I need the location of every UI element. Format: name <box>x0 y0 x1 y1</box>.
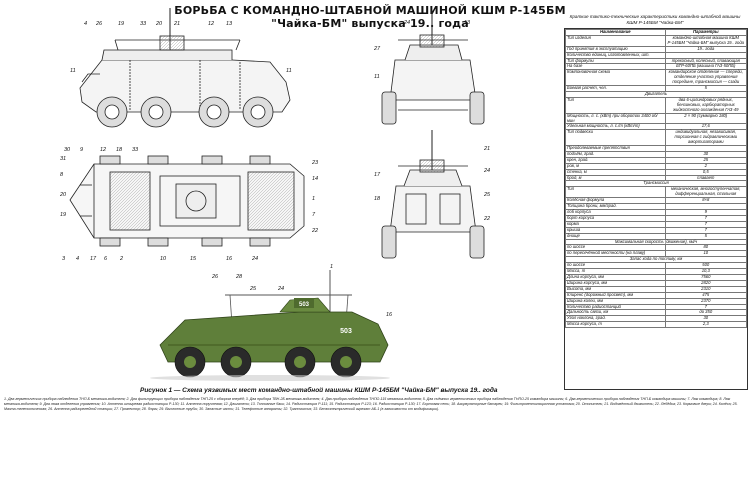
callout: 7 <box>312 212 316 218</box>
callout: 11 <box>70 68 76 74</box>
plan-view-drawing <box>69 155 305 247</box>
spec-param-name: Тип подвески <box>565 129 666 147</box>
callout: 31 <box>60 156 66 162</box>
callout: 14 <box>312 176 318 182</box>
figure-caption: Рисунок 1 — Схема уязвимых мест командно… <box>140 387 498 394</box>
callout: 4 <box>76 256 79 262</box>
callout: 11 <box>286 68 292 74</box>
callout: 10 <box>160 256 167 262</box>
callout: 20 <box>155 21 163 27</box>
callout: 22 <box>311 228 318 234</box>
callout: 8 <box>60 172 64 178</box>
callout: 17 <box>90 256 97 262</box>
legend-notes: 1. Два герметических прибора наблюдения … <box>4 397 738 411</box>
callout: 30 <box>64 147 71 153</box>
callout: 23 <box>311 160 319 166</box>
spec-header-value: Параметры <box>664 29 747 36</box>
callout: 16 <box>386 312 393 318</box>
spec-param-name: Мощность, л. с. (кВт) при оборотах 3400 … <box>565 112 666 125</box>
callout: 19 <box>118 21 124 27</box>
callout: 21 <box>483 146 490 152</box>
callout: 11 <box>374 74 380 80</box>
callout: 24 <box>483 168 490 174</box>
callout: 2 <box>119 256 123 262</box>
spec-param-value: два 6-цилиндровых рядных, бензиновых, ка… <box>664 96 747 114</box>
callout: 16 <box>226 256 233 262</box>
callout: 4 <box>84 21 87 27</box>
page-title: БОРЬБА С КОМАНДНО-ШТАБНОЙ МАШИНОЙ КШМ Р-… <box>174 4 566 30</box>
photo-hull-number: 503 <box>299 302 310 308</box>
callout: 21 <box>173 21 180 27</box>
spec-param-name: Тип <box>565 186 666 199</box>
spec-param-value: командно-штабная машина КШМ Р-145БМ "Чай… <box>664 34 747 47</box>
callout: 22 <box>483 216 490 222</box>
callout: 18 <box>116 147 123 153</box>
callout: 24 <box>251 256 258 262</box>
callout: 12 <box>100 147 106 153</box>
callout: 24 <box>277 286 284 292</box>
callout: 26 <box>211 274 219 280</box>
callout: 1 <box>312 196 315 202</box>
callout: 25 <box>249 286 257 292</box>
callout-labels: 4 26 19 33 20 21 12 13 11 11 24 13 27 11… <box>59 20 491 318</box>
callout: 25 <box>483 192 491 198</box>
callout: 13 <box>226 21 233 27</box>
spec-param-value: индивидуальная, независимая, торсионная … <box>664 129 747 147</box>
vehicle-photo <box>150 270 390 381</box>
spec-param-value: 17,6 <box>664 123 747 131</box>
photo-side-number: 503 <box>340 328 352 335</box>
callout: 19 <box>60 212 66 218</box>
spec-param-name: Тип <box>565 96 666 114</box>
spec-table-title: Краткие тактико-технические характеристи… <box>569 14 741 25</box>
callout: 9 <box>80 147 83 153</box>
spec-section-row: Трансмиссия <box>565 180 747 188</box>
spec-param-name: Тип изделия <box>565 34 666 47</box>
callout: 33 <box>140 21 147 27</box>
spec-row: Удельная мощность, л. с./т (кВт/т)17,6 <box>565 123 747 131</box>
callout: 28 <box>235 274 243 280</box>
callout: 3 <box>62 256 66 262</box>
side-view-drawing <box>79 8 291 128</box>
callout: 1 <box>330 264 333 270</box>
rear-view-drawing <box>381 130 485 259</box>
spec-header-row: Наименование Параметры <box>565 29 747 36</box>
callout: 33 <box>132 147 139 153</box>
spec-section-label: Двигатель <box>565 90 747 98</box>
spec-row: Мощность, л. с. (кВт) при оборотах 3400 … <box>565 112 747 125</box>
spec-param-value: 2 × 90 (суммарно 180) <box>664 112 747 125</box>
front-view-drawing <box>381 10 485 125</box>
spec-param-name: Компоновочная схема <box>565 69 666 87</box>
callout: 12 <box>208 21 214 27</box>
callout: 27 <box>373 46 381 52</box>
spec-section-label: Трансмиссия <box>565 180 747 188</box>
callout: 18 <box>374 196 381 202</box>
callout: 15 <box>190 256 197 262</box>
spec-param-value: механическая, многоступенчатая, дифферен… <box>664 186 747 199</box>
callout: 26 <box>95 21 103 27</box>
spec-section-row: Двигатель <box>565 90 747 98</box>
spec-param-value: 2,3 <box>664 321 747 329</box>
spec-param-value: командирское отделение — спереди, отделе… <box>664 69 747 87</box>
callout: 13 <box>464 20 471 26</box>
spec-param-name: Масса корпуса, т <box>565 321 666 329</box>
callout: 6 <box>104 256 108 262</box>
callout: 17 <box>374 172 381 178</box>
callout: 24 <box>403 20 410 26</box>
spec-param-value: БТР-60ПБ (машина ГАЗ-50ПБ) <box>664 63 747 71</box>
callout: 20 <box>59 192 67 198</box>
